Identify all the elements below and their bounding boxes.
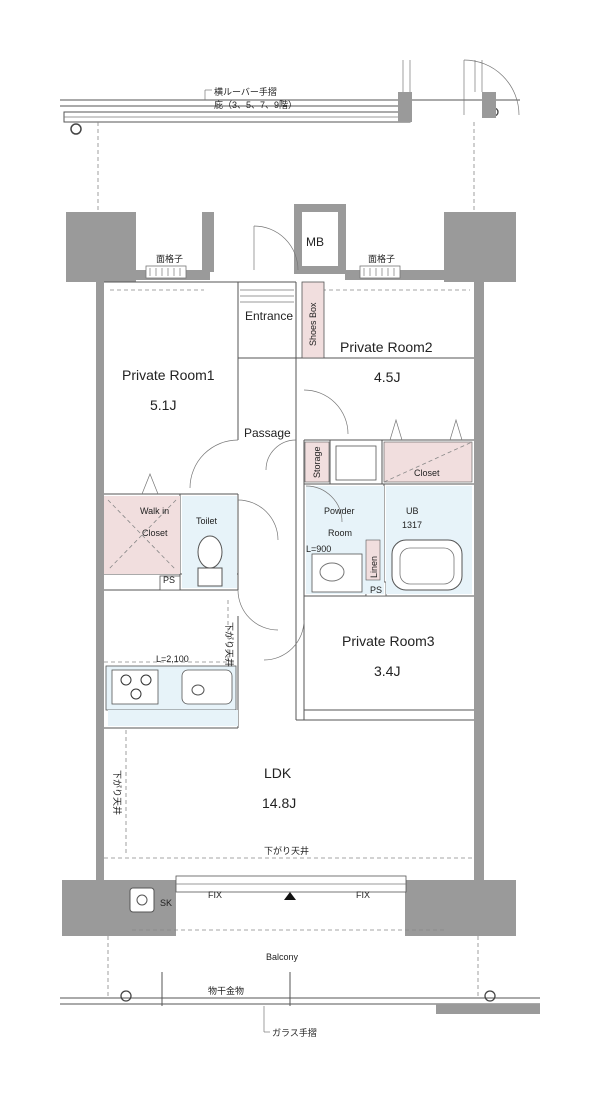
lowered-ceiling-kitchen-label: 下がり天井 — [224, 622, 235, 667]
bathtub — [391, 539, 463, 591]
walk-in-closet-label-2: Closet — [142, 528, 168, 538]
ub-label-1: UB — [406, 506, 419, 516]
linen-label: Linen — [369, 556, 379, 578]
sk-label: SK — [160, 898, 172, 908]
storage-fill — [304, 441, 330, 483]
fix-left-label: FIX — [208, 890, 222, 900]
l2100-label: L=2,100 — [156, 654, 189, 664]
private-room3-label: Private Room3 — [342, 633, 435, 649]
balcony-label: Balcony — [266, 952, 299, 962]
drying-hardware-label: 物干金物 — [208, 985, 244, 996]
vanity — [311, 553, 363, 593]
passage-label: Passage — [244, 426, 291, 440]
stove — [111, 669, 159, 705]
louver-rail-label: 横ルーバー手摺 — [214, 86, 277, 97]
ps-box-toilet — [159, 575, 181, 591]
ldk-size: 14.8J — [262, 795, 296, 811]
lattice-right-label: 面格子 — [368, 253, 395, 264]
ps-toilet-label: PS — [163, 575, 175, 585]
entry-arrow-icon — [284, 892, 296, 900]
walk-in-closet-label-1: Walk in — [140, 506, 169, 516]
top-louver-area — [60, 59, 520, 210]
door-swings — [141, 389, 463, 661]
eaves-label: 庇（3、5、7、9階） — [214, 99, 297, 110]
private-room1-label: Private Room1 — [122, 367, 215, 383]
shoes-box — [301, 281, 325, 359]
storage-label: Storage — [312, 446, 322, 478]
private-room1-size: 5.1J — [150, 397, 176, 413]
lattice-left-label: 面格子 — [156, 253, 183, 264]
toilet-label: Toilet — [196, 516, 218, 526]
linen-fill — [365, 539, 381, 581]
toilet-bowl — [197, 535, 223, 569]
l900-label: L=900 — [306, 544, 331, 554]
glass-rail-label: ガラス手摺 — [272, 1027, 317, 1038]
entrance-area — [238, 225, 299, 359]
powder-room-label-2: Room — [328, 528, 352, 538]
powder-room-label-1: Powder — [324, 506, 355, 516]
balcony-area — [60, 887, 540, 1033]
lowered-ceiling-ldk-label: 下がり天井 — [112, 770, 123, 815]
ub-label-2: 1317 — [402, 520, 422, 530]
ps-bath-label: PS — [370, 585, 382, 595]
window-lattice — [110, 265, 470, 291]
shoes-box-label: Shoes Box — [308, 302, 318, 346]
private-room3-size: 3.4J — [374, 663, 400, 679]
private-room2-label: Private Room2 — [340, 339, 433, 355]
fix-right-label: FIX — [356, 890, 370, 900]
mb-label: MB — [306, 235, 324, 249]
ldk-label: LDK — [264, 765, 292, 781]
private-room2-size: 4.5J — [374, 369, 400, 385]
entrance-label: Entrance — [245, 309, 293, 323]
lowered-ceiling-bottom-label: 下がり天井 — [264, 845, 309, 856]
kitchen-sink — [181, 669, 233, 705]
closet-label: Closet — [414, 468, 440, 478]
